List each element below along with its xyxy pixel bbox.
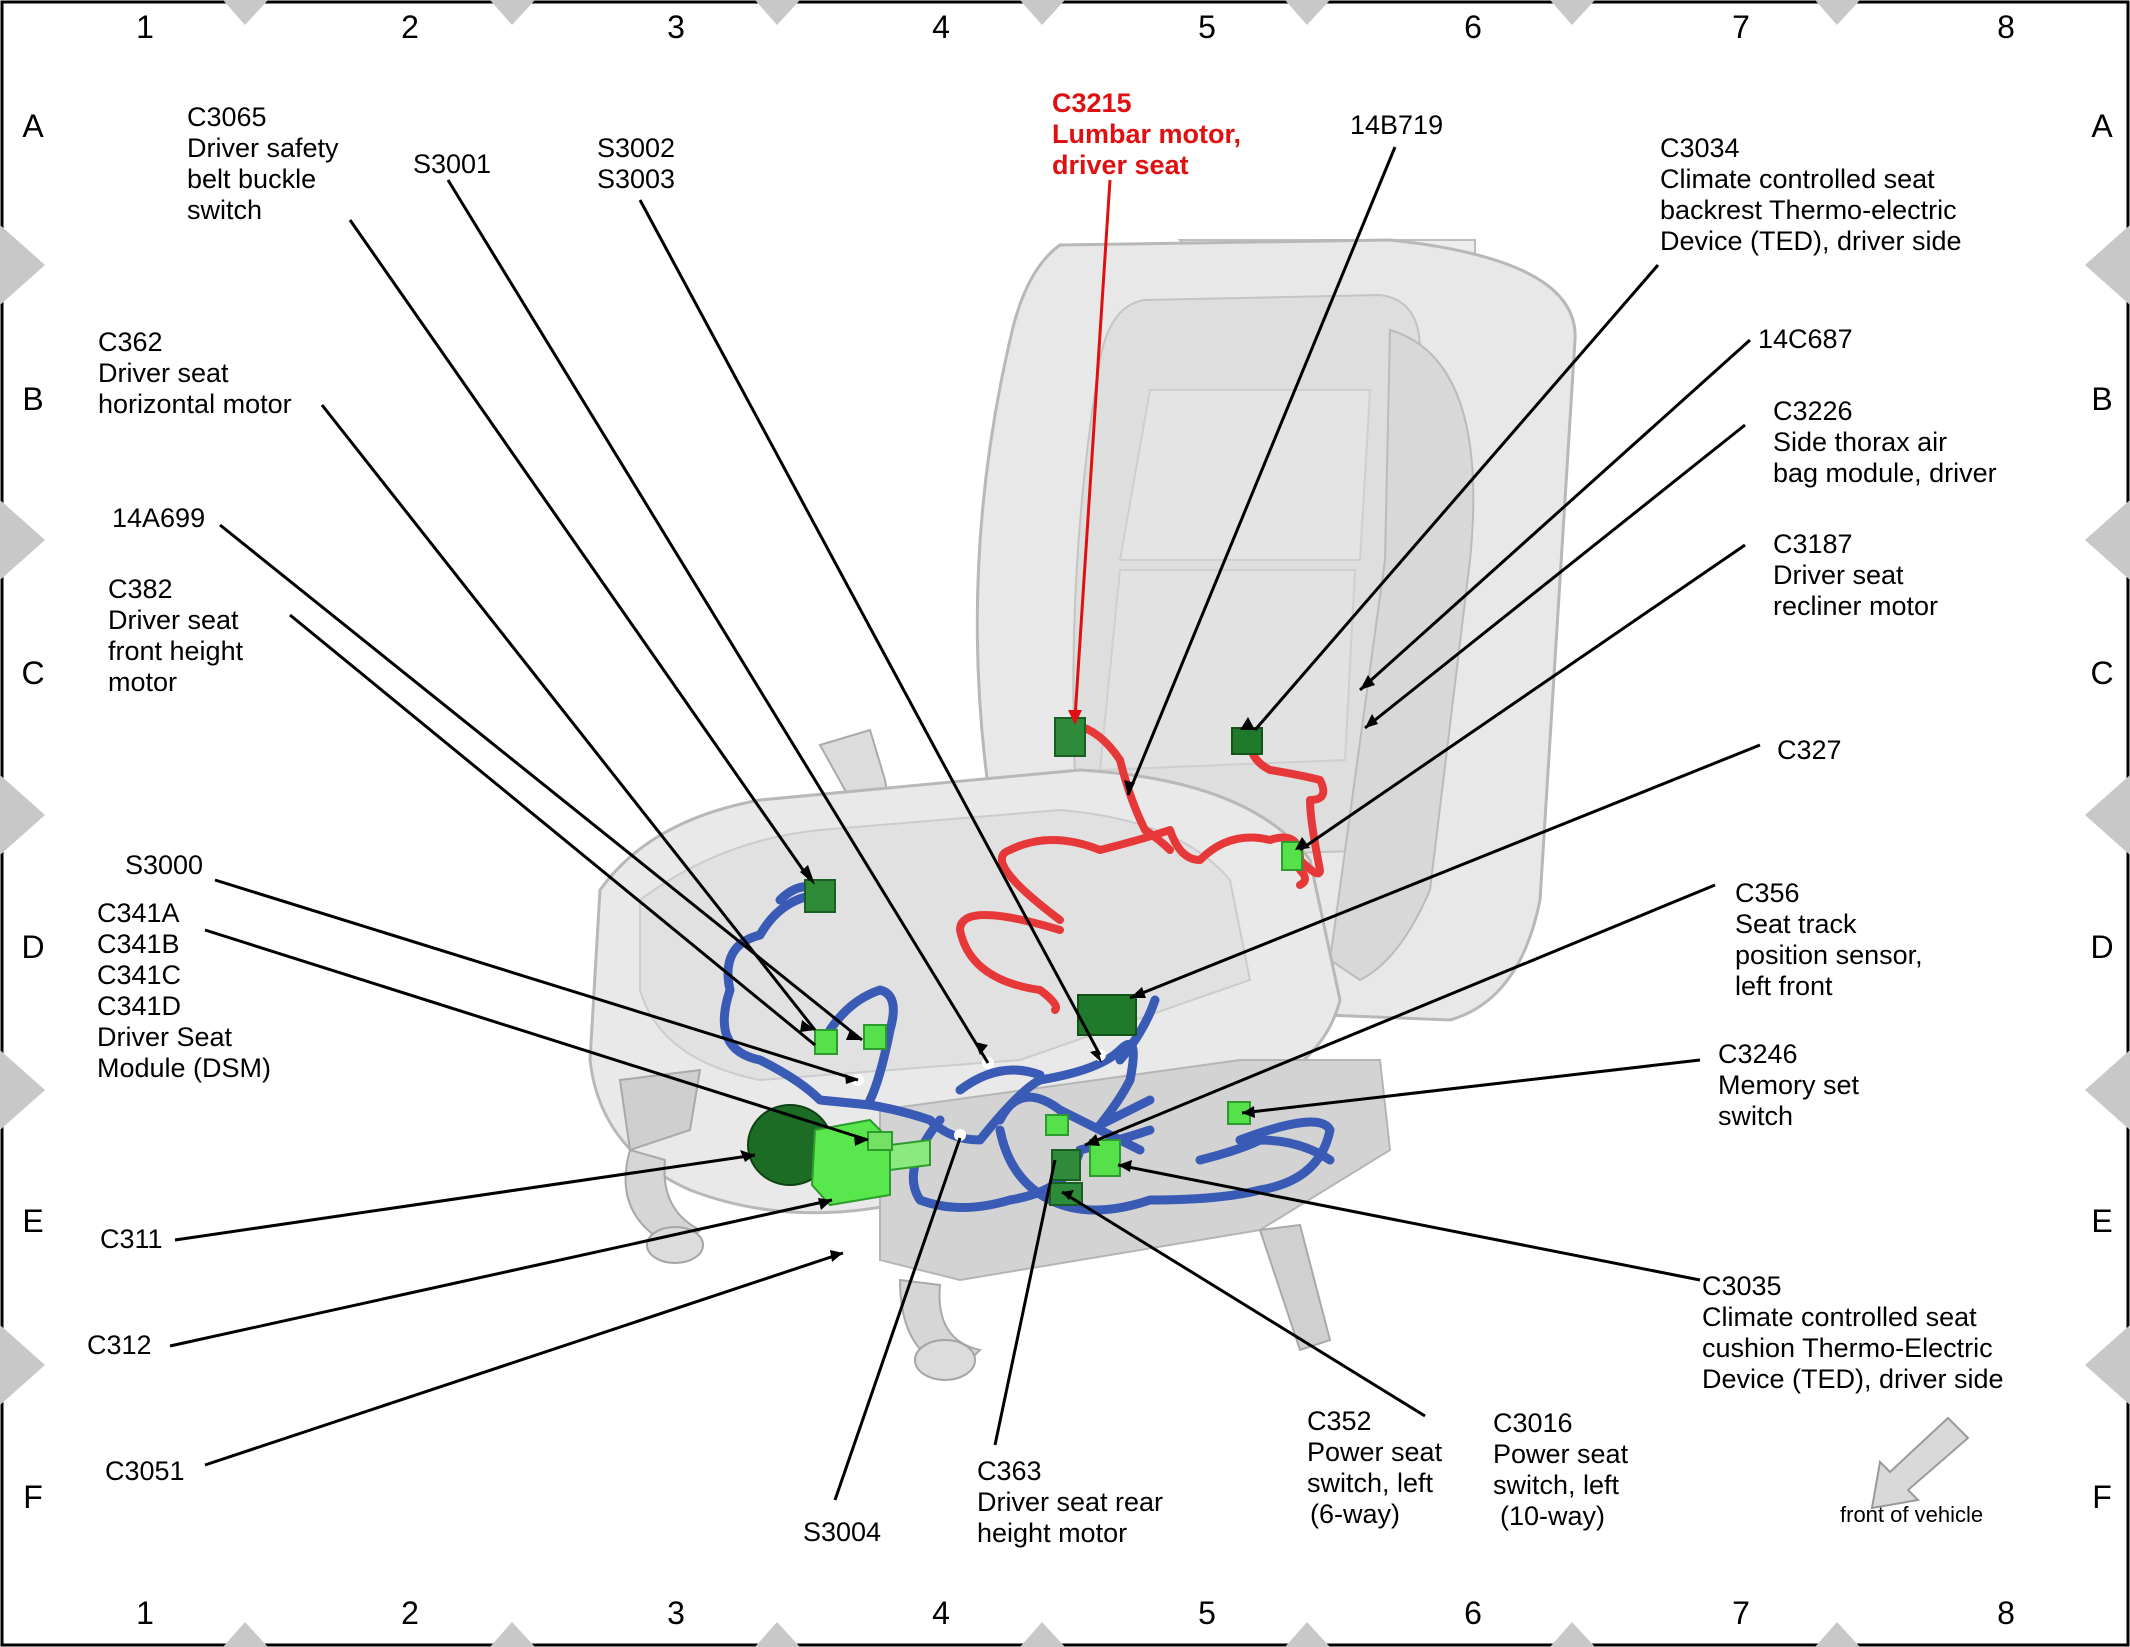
connector-c3034	[1231, 727, 1263, 755]
grid-col-4: 4	[932, 1595, 950, 1631]
label-c3034: C3034 Climate controlled seat backrest T…	[1660, 133, 1964, 256]
label-c363: C363 Driver seat rear height motor	[977, 1456, 1171, 1548]
grid-row-d: D	[21, 929, 44, 965]
label-c356: C356 Seat track position sensor, left fr…	[1735, 878, 1930, 1001]
front-arrow-icon	[1870, 1416, 1970, 1510]
grid-col-8: 8	[1997, 1595, 2015, 1631]
label-s3004: S3004	[803, 1517, 881, 1547]
label-c3035: C3035 Climate controlled seat cushion Th…	[1702, 1271, 2004, 1394]
label-c3246: C3246 Memory set switch	[1718, 1039, 1867, 1131]
connector-c3035	[1089, 1139, 1121, 1177]
grid-row-b: B	[22, 381, 43, 417]
grid-row-c: C	[21, 655, 44, 691]
splice-s3004	[954, 1129, 966, 1141]
label-c311: C311	[100, 1224, 163, 1254]
label-c3226: C3226 Side thorax air bag module, driver	[1773, 396, 1997, 488]
front-of-vehicle-indicator: front of vehicle	[1840, 1416, 1983, 1527]
red-wiring-harness	[956, 721, 1328, 1014]
grid-col-2: 2	[401, 9, 419, 45]
label-14b719: 14B719	[1350, 110, 1443, 140]
connector-c341	[867, 1131, 893, 1151]
connector-c3065	[804, 879, 836, 913]
grid-row-c: C	[2090, 655, 2113, 691]
label-c3051: C3051	[105, 1456, 185, 1486]
label-c3187: C3187 Driver seat recliner motor	[1773, 529, 1938, 621]
connector-c362	[863, 1024, 887, 1050]
grid-row-e: E	[2091, 1203, 2112, 1239]
connector-c363	[1045, 1114, 1069, 1136]
grid-row-b: B	[2091, 381, 2112, 417]
grid-col-8: 8	[1997, 9, 2015, 45]
label-14c687: 14C687	[1758, 324, 1853, 354]
label-c341-dsm: C341A C341B C341C C341D Driver Seat Modu…	[97, 898, 271, 1083]
grid-col-6: 6	[1464, 1595, 1482, 1631]
connector-c382	[814, 1029, 838, 1055]
grid-row-labels-right: A B C D E F	[2090, 108, 2113, 1515]
grid-col-1: 1	[136, 1595, 154, 1631]
label-c327: C327	[1777, 735, 1842, 765]
label-s3001: S3001	[413, 149, 491, 179]
grid-row-a: A	[2091, 108, 2113, 144]
label-c3016: C3016 Power seat switch, left (10-way)	[1493, 1408, 1636, 1531]
grid-row-f: F	[23, 1479, 43, 1515]
grid-column-labels-bottom: 1 2 3 4 5 6 7 8	[136, 1595, 2015, 1631]
connector-c3215	[1054, 717, 1086, 757]
grid-column-labels-top: 1 2 3 4 5 6 7 8	[136, 9, 2015, 45]
grid-col-7: 7	[1732, 9, 1750, 45]
connector-c3051	[889, 1138, 931, 1172]
front-of-vehicle-label: front of vehicle	[1840, 1502, 1983, 1527]
label-s3000: S3000	[125, 850, 203, 880]
grid-row-e: E	[22, 1203, 43, 1239]
arrowheads	[740, 675, 1378, 1262]
label-c3215: C3215 Lumbar motor, driver seat	[1052, 88, 1249, 180]
label-14a699: 14A699	[112, 503, 205, 533]
grid-row-d: D	[2090, 929, 2113, 965]
label-c3065: C3065 Driver safety belt buckle switch	[187, 102, 346, 225]
blue-wiring-harness	[719, 882, 1335, 1215]
label-s3002-s3003: S3002 S3003	[597, 133, 683, 194]
grid-col-3: 3	[667, 9, 685, 45]
grid-row-a: A	[22, 108, 44, 144]
grid-row-labels-left: A B C D E F	[21, 108, 44, 1515]
label-c352: C352 Power seat switch, left (6-way)	[1307, 1406, 1450, 1529]
label-c312: C312	[87, 1330, 152, 1360]
leader-lines	[169, 146, 1761, 1501]
grid-col-7: 7	[1732, 1595, 1750, 1631]
grid-col-1: 1	[136, 9, 154, 45]
grid-col-4: 4	[932, 9, 950, 45]
grid-col-3: 3	[667, 1595, 685, 1631]
connector-c352	[1051, 1149, 1081, 1181]
label-c362: C362 Driver seat horizontal motor	[98, 327, 292, 419]
grid-col-5: 5	[1198, 1595, 1216, 1631]
grid-col-2: 2	[401, 1595, 419, 1631]
grid-col-5: 5	[1198, 9, 1216, 45]
label-c382: C382 Driver seat front height motor	[108, 574, 251, 697]
grid-col-6: 6	[1464, 9, 1482, 45]
grid-row-f: F	[2092, 1479, 2112, 1515]
